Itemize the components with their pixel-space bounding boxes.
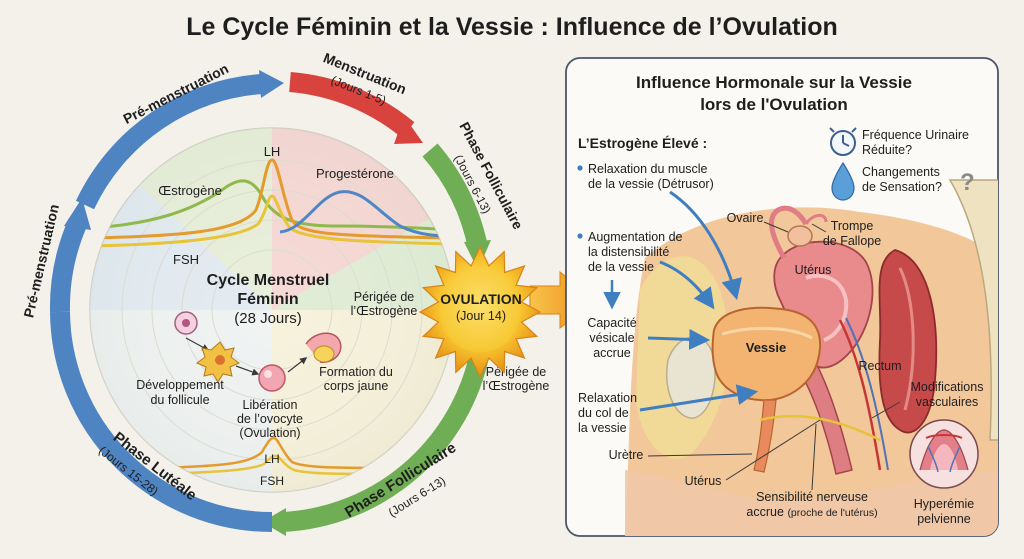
sensation-line2: de Sensation? bbox=[862, 180, 942, 194]
bullet1-line2: de la vessie (Détrusor) bbox=[588, 177, 714, 191]
clock-icon bbox=[829, 127, 857, 156]
arc-menstruation bbox=[289, 72, 415, 138]
arc-luteal bbox=[50, 311, 273, 532]
estrogen-peak-top-line2: l’Œstrogène bbox=[351, 304, 418, 318]
bullet-2 bbox=[577, 233, 583, 239]
cycle-title-line1: Cycle Menstruel bbox=[207, 272, 330, 289]
label-nerve-near-uterus: (proche de l'utérus) bbox=[787, 507, 877, 519]
lh-small-curve bbox=[159, 436, 391, 470]
estrogen-peak-bottom-line2: l’Œstrogène bbox=[483, 379, 550, 393]
panel-title-line2: lors de l'Ovulation bbox=[700, 95, 848, 114]
label-tube-line1: Trompe bbox=[831, 219, 874, 233]
stage-release-line1: Libération bbox=[243, 398, 298, 412]
skin-contour bbox=[625, 470, 998, 536]
vessel-red bbox=[838, 319, 882, 471]
estrogen-peak-bottom-line1: Périgée de bbox=[486, 365, 547, 379]
ovulation-marker: OVULATION (Jour 14) bbox=[418, 245, 597, 379]
label-fsh: FSH bbox=[173, 252, 199, 267]
arc-follicular-top bbox=[422, 143, 488, 251]
pelvic-anatomy bbox=[625, 179, 998, 536]
label-uterus-bottom: Utérus bbox=[685, 474, 722, 488]
arc-follicular-bottom bbox=[281, 338, 492, 532]
label-fsh-bottom: FSH bbox=[260, 474, 284, 488]
arc-pre-menstruation-left bbox=[49, 217, 88, 313]
label-tube-line2: de Fallope bbox=[823, 234, 881, 248]
stage-release-line3: (Ovulation) bbox=[239, 426, 300, 440]
sensation-line1: Changements bbox=[862, 165, 940, 179]
hyperemia-inset bbox=[909, 419, 979, 489]
cycle-title-line2: Féminin bbox=[237, 291, 298, 308]
page-title: Le Cycle Féminin et la Vessie : Influenc… bbox=[186, 13, 838, 41]
sector-luteal-top bbox=[140, 128, 272, 310]
label-vascular-line1: Modifications bbox=[911, 380, 984, 394]
label-vascular-line2: vasculaires bbox=[916, 395, 979, 409]
pointer-distensibility bbox=[659, 260, 715, 310]
cycle-subtitle: (28 Jours) bbox=[234, 310, 302, 327]
capacity-line1: Capacité bbox=[587, 316, 636, 330]
follicle-stage bbox=[174, 311, 342, 392]
label-lh-bottom: LH bbox=[264, 452, 279, 466]
label-bladder: Vessie bbox=[746, 340, 787, 355]
label-hyperemia-line1: Hyperémie bbox=[914, 497, 974, 511]
estrogen-curve bbox=[91, 179, 454, 232]
cycle-wheel: LH Œstrogène Progestérone FSH LH FSH Cyc… bbox=[20, 49, 549, 536]
label-lh: LH bbox=[264, 144, 281, 159]
rectum-shape bbox=[878, 249, 938, 434]
bullet2-line1: Augmentation de bbox=[588, 230, 683, 244]
bullet2-line2: la distensibilité bbox=[588, 245, 669, 259]
label-progesterone: Progestérone bbox=[316, 166, 394, 181]
label-nerve-accrue: accrue bbox=[746, 505, 784, 519]
capacity-line2: vésicale bbox=[589, 331, 634, 345]
cervix-vagina bbox=[797, 354, 853, 475]
neck-line2: du col de bbox=[578, 406, 629, 420]
bullet2-line3: de la vessie bbox=[588, 260, 654, 274]
neck-line3: la vessie bbox=[578, 421, 627, 435]
ovulation-label: OVULATION bbox=[440, 291, 521, 307]
fsh-small-curve bbox=[159, 454, 391, 476]
question-mark-icon: ? bbox=[960, 169, 975, 196]
water-drop-icon bbox=[831, 161, 855, 201]
label-ovary: Ovaire bbox=[727, 211, 764, 225]
stage-corpus-line1: Formation du bbox=[319, 365, 393, 379]
ovum-icon bbox=[258, 364, 286, 392]
frequency-line1: Fréquence Urinaire bbox=[862, 128, 969, 142]
fallopian-tube bbox=[768, 205, 809, 260]
vessel-blue bbox=[845, 317, 889, 471]
ovary-shape bbox=[787, 225, 813, 247]
stage-corpus-line2: corps jaune bbox=[324, 379, 389, 393]
lh-curve bbox=[91, 158, 454, 240]
neck-line1: Relaxation bbox=[578, 391, 637, 405]
pointer-capacity bbox=[647, 328, 711, 350]
bladder-panel: Influence Hormonale sur la Vessie lors d… bbox=[565, 57, 999, 537]
nerve-yellow bbox=[759, 414, 881, 442]
bullet-1 bbox=[577, 165, 583, 171]
bullet1-line1: Relaxation du muscle bbox=[588, 162, 708, 176]
arc-pre-menstruation-top bbox=[75, 74, 263, 210]
pointer-detrusor bbox=[669, 190, 742, 301]
spine bbox=[948, 179, 998, 441]
label-nerve-line2: accrue (proche de l'utérus) bbox=[746, 505, 877, 519]
label-estrogen: Œstrogène bbox=[158, 183, 222, 198]
progesterone-curve bbox=[279, 190, 454, 238]
hormone-curves bbox=[91, 158, 454, 476]
fsh-curve bbox=[91, 194, 454, 248]
label-urethra: Urètre bbox=[609, 448, 644, 462]
panel-title-line1: Influence Hormonale sur la Vessie bbox=[636, 73, 912, 92]
ovulation-day: (Jour 14) bbox=[456, 309, 506, 323]
frequency-line2: Réduite? bbox=[862, 143, 912, 157]
label-rectum: Rectum bbox=[858, 359, 901, 373]
stage-release-line2: de l’ovocyte bbox=[237, 412, 303, 426]
pointer-neck bbox=[639, 384, 759, 412]
stage-follicle-line1: Développement bbox=[136, 378, 224, 392]
capacity-line3: accrue bbox=[593, 346, 631, 360]
sector-pre bbox=[90, 185, 272, 310]
stage-follicle-line2: du follicule bbox=[150, 393, 209, 407]
label-nerve-line1: Sensibilité nerveuse bbox=[756, 490, 868, 504]
estrogen-peak-top-line1: Périgée de bbox=[354, 290, 415, 304]
label-hyperemia-line2: pelvienne bbox=[917, 512, 971, 526]
estrogen-heading: L’Estrogène Élevé : bbox=[578, 135, 707, 151]
label-uterus-top: Utérus bbox=[795, 263, 832, 277]
